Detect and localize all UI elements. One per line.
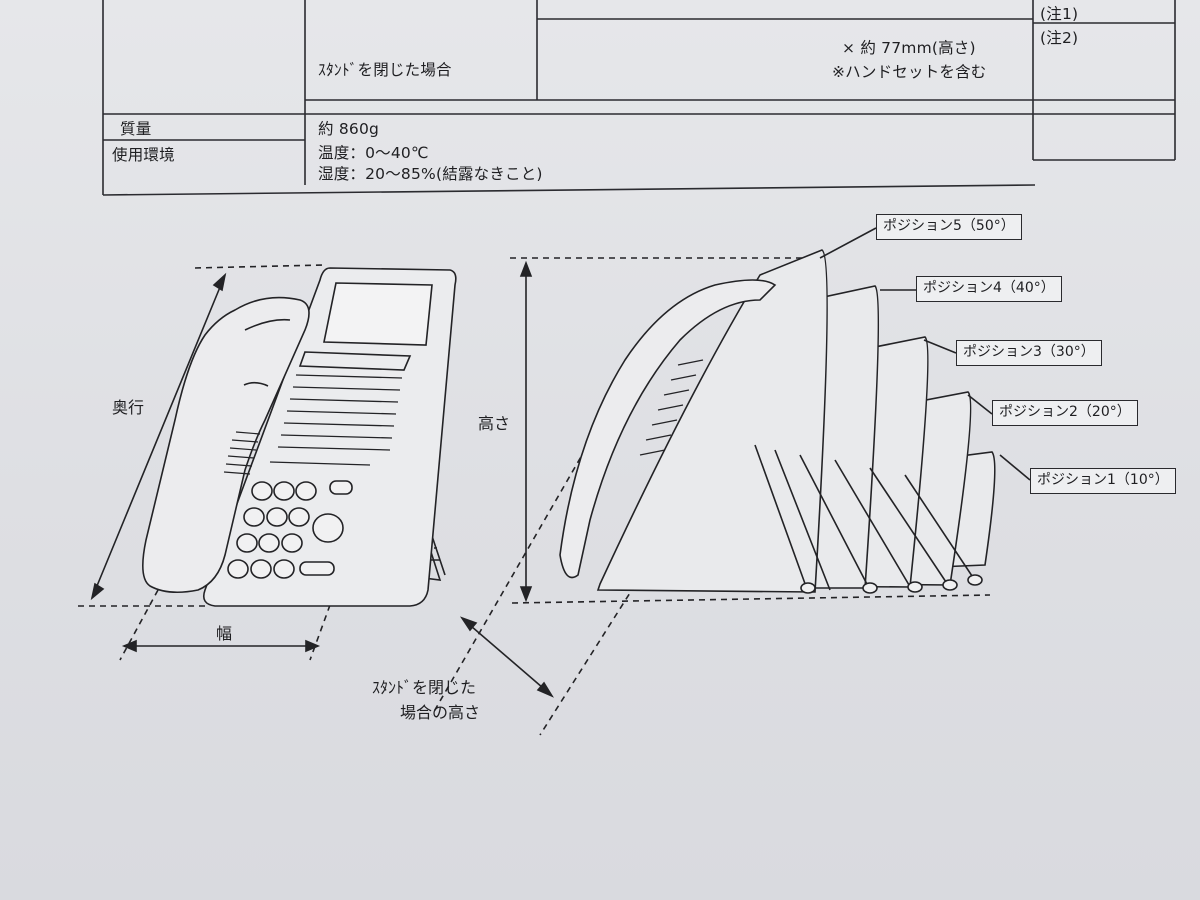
position-5-callout: ポジション5（50°） — [876, 214, 1022, 240]
environment-label: 使用環境 — [112, 146, 175, 164]
depth-label: 奥行 — [112, 398, 145, 417]
handset-included-note: ※ハンドセットを含む — [832, 63, 987, 81]
height-label: 高さ — [478, 414, 511, 433]
stand-closed-height: × 約 77mm(高さ) — [842, 39, 976, 57]
spec-table-grid — [102, 0, 1176, 196]
note-2: (注2) — [1040, 29, 1079, 47]
closed-height-label-line2: 場合の高さ — [400, 703, 481, 722]
stand-closed-condition: ｽﾀﾝﾄﾞを閉じた場合 — [318, 61, 452, 79]
position-4-callout: ポジション4（40°） — [916, 276, 1062, 302]
note-1: (注1) — [1040, 5, 1079, 23]
mass-value: 約 860g — [318, 120, 380, 138]
mass-label: 質量 — [120, 120, 152, 138]
position-2-callout: ポジション2（20°） — [992, 400, 1138, 426]
temperature-value: 温度：0～40℃ — [318, 144, 429, 162]
humidity-value: 湿度：20～85%(結露なきこと) — [318, 165, 543, 183]
width-label: 幅 — [216, 624, 233, 643]
closed-height-label-line1: ｽﾀﾝﾄﾞを閉じた — [372, 678, 477, 697]
position-1-callout: ポジション1（10°） — [1030, 468, 1176, 494]
position-3-callout: ポジション3（30°） — [956, 340, 1102, 366]
